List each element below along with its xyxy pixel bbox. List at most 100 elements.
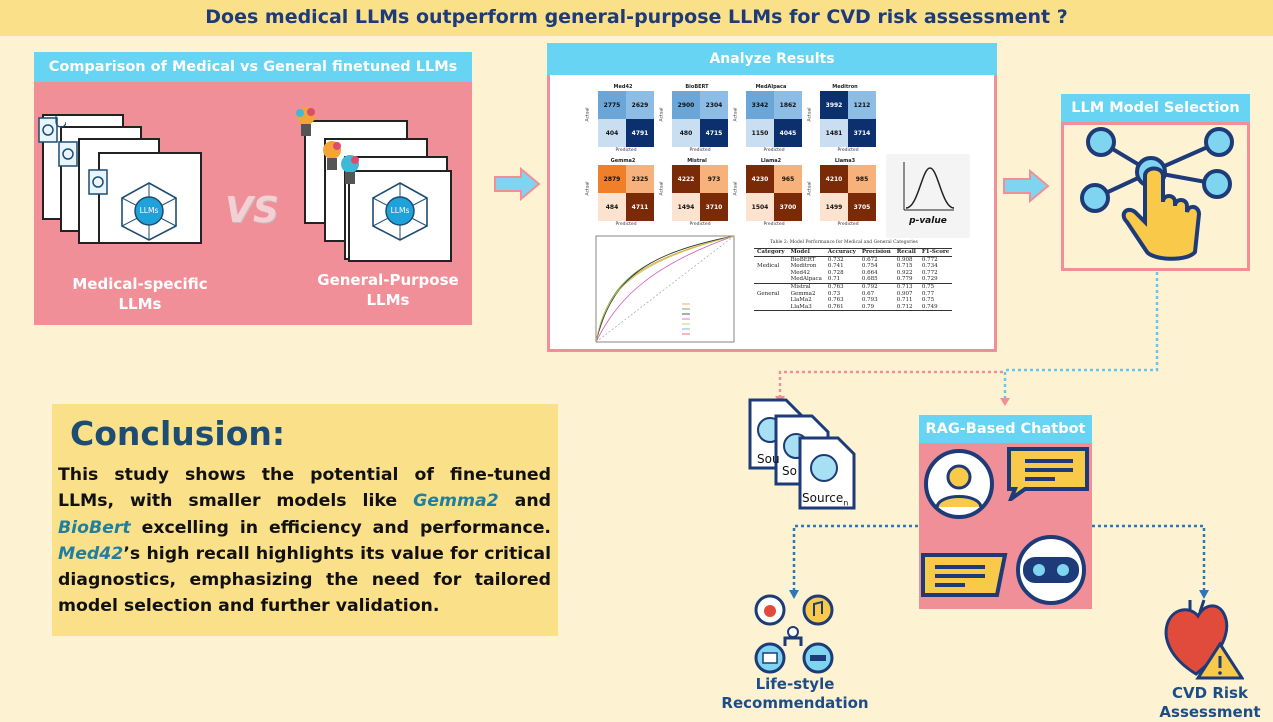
table-cell: 0.728	[827, 269, 844, 276]
table-cell: Mistral	[790, 283, 811, 290]
table-cell: 0.754	[861, 263, 878, 270]
table-cell: 0.75	[921, 283, 935, 290]
llm-selection-panel: LLM Model Selection	[1061, 94, 1250, 271]
bell-curve-icon	[903, 162, 955, 211]
matrix-cell: 2325	[626, 165, 654, 193]
arrow-right-icon	[1003, 169, 1050, 203]
table-cell: 0.715	[896, 263, 913, 270]
table-cell: LlaMa2	[790, 297, 812, 304]
table-header-cell: Precision	[858, 248, 894, 257]
pvalue-card: p-value	[886, 154, 970, 238]
matrix-cell: 1494	[672, 193, 700, 221]
rag-chatbot-panel: RAG-Based Chatbot	[919, 415, 1092, 609]
table-header-cell: Accuracy	[824, 248, 859, 257]
matrix-axis-predicted: Predicted	[615, 148, 637, 153]
vs-label: VS	[225, 190, 279, 231]
document-globe-icon	[798, 436, 856, 510]
table-cell: 0.793	[861, 297, 878, 304]
matrix-cell: 2775	[598, 91, 626, 119]
table-cell: 0.672	[861, 256, 878, 263]
matrix-title: Gemma2	[610, 158, 636, 164]
table-cell: General	[757, 290, 780, 297]
stethoscope-icon	[58, 141, 78, 167]
matrix-cell: 4045	[774, 119, 802, 147]
source-label-n: Sourcen	[802, 491, 849, 508]
matrix-title: Mistral	[687, 158, 707, 164]
table-cell: 0.772	[921, 256, 938, 263]
puzzle-head-icon	[296, 107, 315, 136]
table-cell: 0.907	[896, 290, 913, 297]
table-cell: MedAlpaca	[790, 276, 822, 283]
user-avatar-icon	[924, 449, 994, 519]
rag-heading: RAG-Based Chatbot	[919, 415, 1092, 443]
matrix-cell: 1150	[746, 119, 774, 147]
performance-table-wrap: Table 2: Model Performance for Medical a…	[754, 240, 953, 311]
table-cell: 0.763	[827, 297, 844, 304]
table-cell: 0.908	[896, 256, 913, 263]
hand-network-icon	[1080, 127, 1234, 261]
table-cell: 0.761	[827, 303, 844, 310]
matrix-axis-predicted: Predicted	[763, 148, 785, 153]
table-cell: 0.749	[921, 303, 938, 310]
source-label-1: Sou	[757, 452, 780, 466]
arrow-right-icon	[494, 167, 541, 201]
conclusion-text: This study shows the potential of fine-t…	[58, 465, 551, 617]
matrix-axis-predicted: Predicted	[837, 222, 859, 227]
page-title: Does medical LLMs outperform general-pur…	[0, 0, 1273, 36]
conclusion-heading: Conclusion:	[70, 414, 286, 453]
table-cell: 0.763	[827, 283, 844, 290]
matrix-title: MedAlpaca	[755, 84, 787, 90]
llm-network-icon	[121, 182, 177, 241]
comparison-panel: Comparison of Medical vs General finetun…	[34, 52, 472, 325]
table-cell: 0.77	[921, 290, 935, 297]
table-cell: 0.75	[921, 297, 935, 304]
stethoscope-icon	[88, 169, 108, 195]
table-header-cell: Model	[787, 248, 825, 257]
conclusion-box: Conclusion: This study shows the potenti…	[52, 404, 558, 636]
matrix-cell: 3342	[746, 91, 774, 119]
matrix-title: Llama2	[760, 158, 782, 164]
matrix-cell: 2304	[700, 91, 728, 119]
matrix-cell: 2900	[672, 91, 700, 119]
table-cell: Meditron	[790, 263, 817, 270]
matrix-cell: 1481	[820, 119, 848, 147]
matrix-axis-predicted: Predicted	[615, 222, 637, 227]
llm-badge: LLMs	[390, 206, 410, 215]
table-cell: 0.779	[896, 276, 913, 283]
matrix-title: Meditron	[832, 84, 858, 90]
pvalue-label: p-value	[909, 216, 947, 226]
robot-icon	[1016, 535, 1086, 605]
matrix-cell: 3714	[848, 119, 876, 147]
table-cell: BioBERT	[790, 256, 816, 263]
table-cell: 0.729	[921, 276, 938, 283]
table-cell: 0.685	[861, 276, 878, 283]
table-header-cell: F1-Score	[918, 248, 953, 257]
table-cell: 0.664	[861, 269, 878, 276]
matrix-cell: 3992	[820, 91, 848, 119]
matrix-title: BioBERT	[685, 84, 709, 90]
roc-curve-plot	[595, 235, 735, 343]
matrix-cell: 1862	[774, 91, 802, 119]
table-cell: Gemma2	[790, 290, 816, 297]
table-cell: 0.734	[921, 263, 938, 270]
source-label-2: So	[782, 464, 797, 478]
